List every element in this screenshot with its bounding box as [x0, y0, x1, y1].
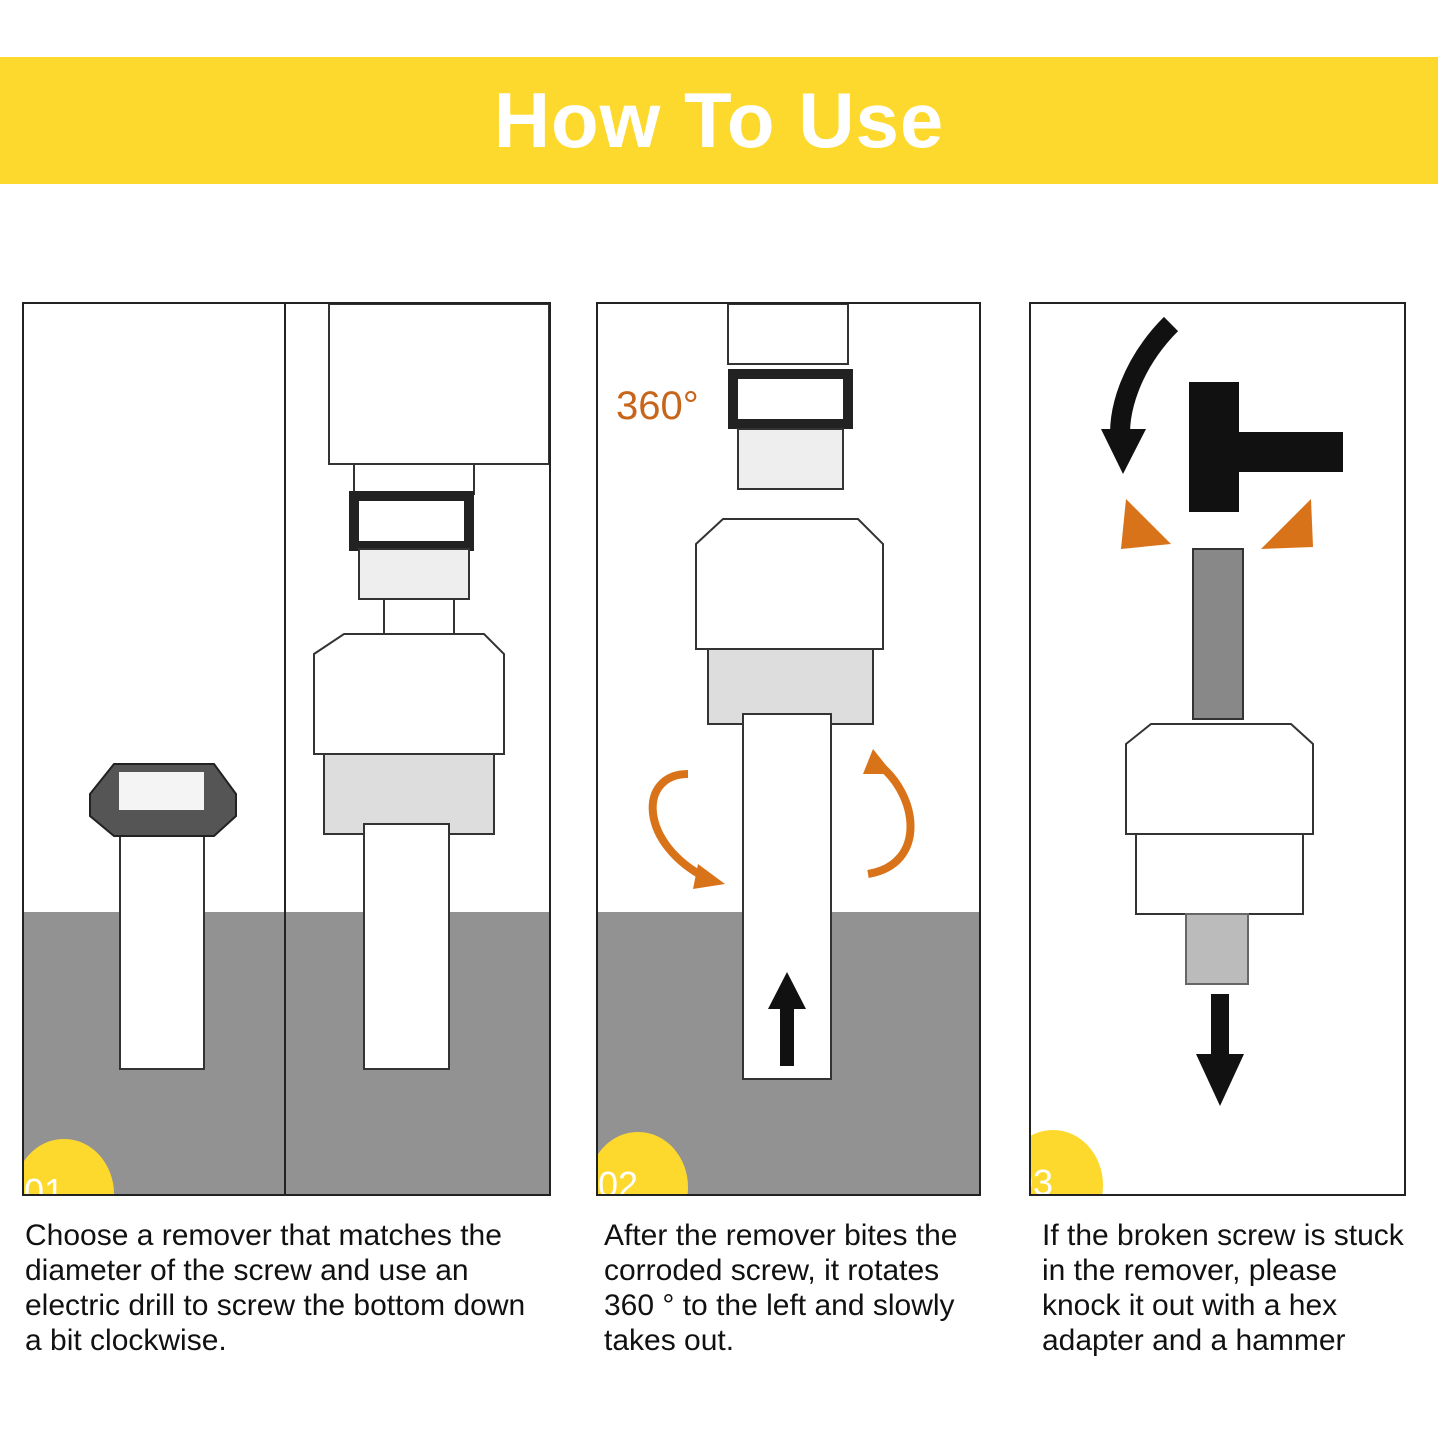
- step-3-description: If the broken screw is stuck in the remo…: [1042, 1219, 1404, 1357]
- step-3-panel: 03: [1029, 302, 1406, 1196]
- down-arrow-icon: [1196, 994, 1244, 1106]
- drill-icon: [313, 304, 549, 1070]
- rotation-label: 360°: [616, 384, 699, 428]
- hammer-icon: [1189, 382, 1343, 512]
- step-1-panel: 01: [22, 302, 551, 1196]
- step-2-illustration: [648, 304, 915, 1080]
- step-2-description: After the remover bites the corroded scr…: [604, 1219, 958, 1357]
- header-banner: How To Use: [0, 57, 1438, 184]
- hex-adapter: [1192, 548, 1244, 720]
- impact-mark-icon: [1261, 499, 1313, 549]
- curved-arrow-icon: [1101, 316, 1179, 474]
- bolt-icon: [89, 763, 237, 1070]
- rotate-left-arrow-icon: [648, 770, 710, 883]
- broken-screw: [1185, 913, 1249, 985]
- page-title: How To Use: [493, 76, 945, 164]
- ground: [24, 912, 549, 1194]
- step-1-illustration: [89, 304, 549, 1194]
- step-2-panel: 360° 02: [596, 302, 981, 1196]
- impact-mark-icon: [1121, 499, 1171, 549]
- step-1-description: Choose a remover that matches the diamet…: [25, 1219, 526, 1357]
- step-3-illustration: [1101, 316, 1343, 1106]
- rotate-right-arrow-icon: [867, 760, 915, 878]
- up-arrow-icon: [768, 972, 806, 1066]
